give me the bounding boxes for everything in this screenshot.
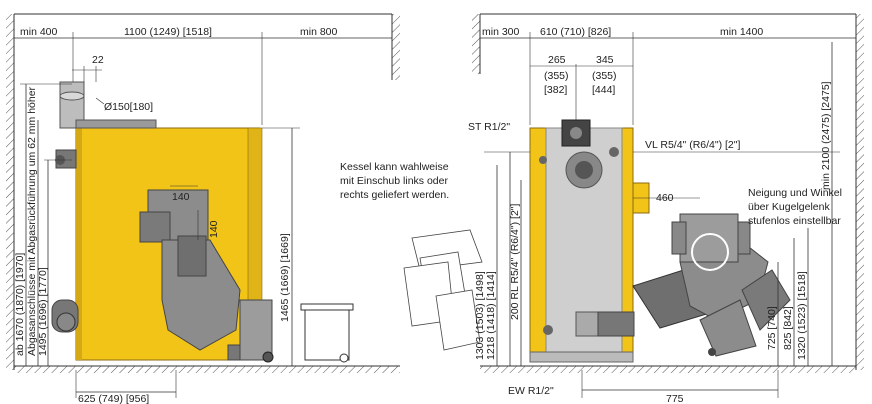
flue-outlet xyxy=(561,119,591,147)
note-right-2: über Kugelgelenk xyxy=(748,201,830,213)
note-left-1: Kessel kann wahlweise xyxy=(340,161,449,173)
note-right-3: stufenlos einstellbar xyxy=(748,215,841,227)
label-vl: VL R5/4" (R6/4") [2"] xyxy=(645,139,740,151)
dim-width-l: 1100 (1249) [1518] xyxy=(124,26,212,38)
dim-chute-height: 140 xyxy=(208,220,220,238)
dim-min-right-l: min 800 xyxy=(300,26,338,38)
floor xyxy=(14,366,400,373)
vlabel-1495: 1495 (1696) [1770] xyxy=(37,267,49,356)
left-wall-r xyxy=(472,14,480,74)
dim-flue-offset: 22 xyxy=(92,54,104,66)
right-wall-r xyxy=(856,14,864,370)
vlabel-2100: min 2100 (2475) [2475] xyxy=(820,81,832,190)
dim-265-b: (355) xyxy=(544,70,569,82)
alt-chute-outline xyxy=(403,229,483,351)
vlabel-1320: 1320 (1523) [1518] xyxy=(796,271,808,360)
vlabel-flue-note: Abgasanschlüsse mit Abgasrückführung um … xyxy=(26,86,38,356)
dim-width-r: 610 (710) [826] xyxy=(540,26,611,38)
floor-r xyxy=(480,366,856,373)
note-right-1: Neigung und Winkel xyxy=(748,187,842,199)
dim-345-b: (355) xyxy=(592,70,617,82)
dim-265-c: [382] xyxy=(544,84,567,96)
dim-chute-width: 140 xyxy=(172,191,190,203)
left-wall xyxy=(6,14,14,370)
vlabel-1670: ab 1670 (1870) [1970] xyxy=(14,253,26,356)
ash-container xyxy=(304,307,350,361)
label-ew: EW R1/2" xyxy=(508,385,554,397)
dim-flue-diameter: Ø150[180] xyxy=(104,101,153,113)
note-left-3: rechts geliefert werden. xyxy=(340,189,449,201)
vlabel-1218: 1218 (1418) [1414] xyxy=(485,271,497,360)
dim-min-right-r: min 1400 xyxy=(720,26,763,38)
dim-265: 265 xyxy=(548,54,566,66)
feed-auger xyxy=(139,189,274,363)
right-view: min 300 610 (710) [826] min 1400 265 (35… xyxy=(340,13,864,404)
right-wall-stub xyxy=(392,14,400,80)
vlabel-725: 725 [740] xyxy=(766,306,778,350)
left-view: min 400 1100 (1249) [1518] min 800 22 Ø1… xyxy=(6,13,400,404)
vlabel-rl: 200 RL R5/4" (R6/4") [2"] xyxy=(509,203,521,320)
vlabel-1303: 1303 (1503) [1498] xyxy=(474,271,486,360)
dim-775: 775 xyxy=(666,393,684,404)
label-st: ST R1/2" xyxy=(468,121,510,133)
note-left-2: mit Einschub links oder xyxy=(340,175,448,187)
dim-345: 345 xyxy=(596,54,614,66)
dim-bottom-l: 625 (749) [956] xyxy=(78,393,149,404)
vlabel-825: 825 [842] xyxy=(782,306,794,350)
dim-345-c: [444] xyxy=(592,84,615,96)
dim-460: 460 xyxy=(656,192,674,204)
dim-min-left-l: min 400 xyxy=(20,26,58,38)
dim-height-right-l: 1465 (1669) [1669] xyxy=(279,233,291,322)
dim-min-left-r: min 300 xyxy=(482,26,520,38)
